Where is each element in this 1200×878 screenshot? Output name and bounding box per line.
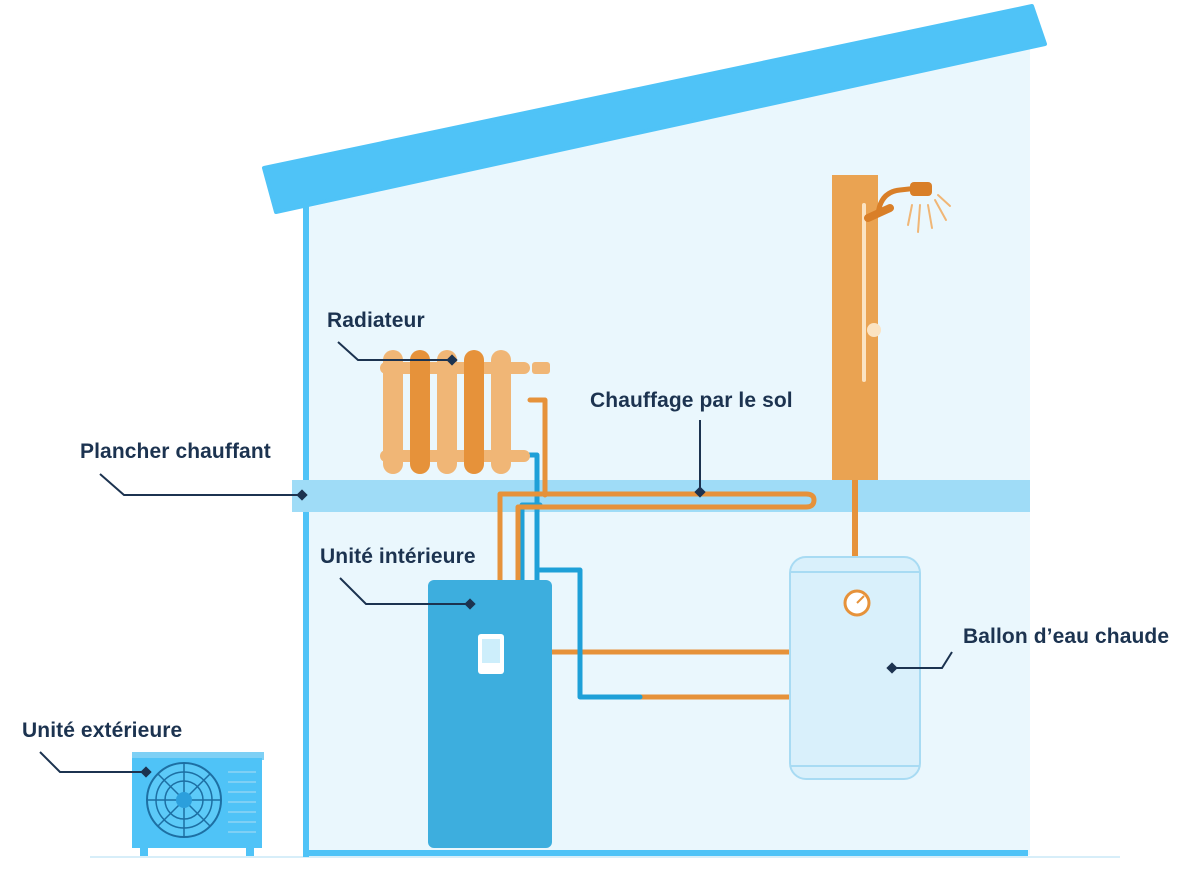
radiator-fin [437, 350, 457, 474]
leader-unite-exterieure [39, 751, 146, 773]
fan-hub-icon [176, 792, 192, 808]
hand-shower-icon [864, 204, 894, 222]
cold-pipe-from-tank [537, 567, 643, 700]
outdoor-unit-vents [228, 771, 256, 833]
label-chauffage-sol: Chauffage par le sol [590, 389, 793, 412]
label-plancher-chauffant: Plancher chauffant [80, 440, 271, 463]
radiator-fin [383, 350, 403, 474]
radiator-fin [464, 350, 484, 474]
leader-plancher [99, 473, 302, 496]
water-spray-icon [907, 194, 951, 233]
house [262, 4, 1047, 857]
shower-head-icon [910, 182, 932, 196]
label-ballon: Ballon d’eau chaude [963, 625, 1170, 648]
thermostat-display [482, 639, 500, 663]
indoor-unit [428, 580, 552, 848]
leader-dot [140, 766, 152, 778]
hot-pipe-radiator [527, 397, 548, 498]
radiator-fin [491, 350, 511, 474]
leader-unite-interieure [339, 577, 470, 605]
radiator-fin [410, 350, 430, 474]
shower [832, 175, 951, 480]
leader-dots [140, 354, 898, 778]
leader-dot [464, 598, 476, 610]
outdoor-unit-leg [140, 846, 148, 856]
outdoor-unit-leg [246, 846, 254, 856]
outdoor-unit [132, 752, 264, 856]
leader-ballon [892, 651, 953, 669]
leader-dot [446, 354, 458, 366]
outdoor-unit-top [132, 752, 264, 760]
house-roof [262, 4, 1047, 214]
label-unite-interieure: Unité intérieure [320, 545, 476, 568]
label-radiateur: Radiateur [327, 309, 425, 332]
radiator [380, 350, 550, 474]
leader-radiateur [337, 341, 452, 361]
label-unite-exterieure: Unité extérieure [22, 719, 183, 742]
leader-lines [39, 341, 953, 773]
floor-heating-loop [497, 491, 817, 583]
leader-dot [886, 662, 898, 674]
radiator-valve [532, 362, 550, 374]
indoor-unit-body [428, 580, 552, 848]
tank-gauge-needle [856, 595, 865, 604]
leader-dot [694, 486, 706, 498]
shower-mixer [867, 323, 881, 337]
leader-dot [296, 489, 308, 501]
